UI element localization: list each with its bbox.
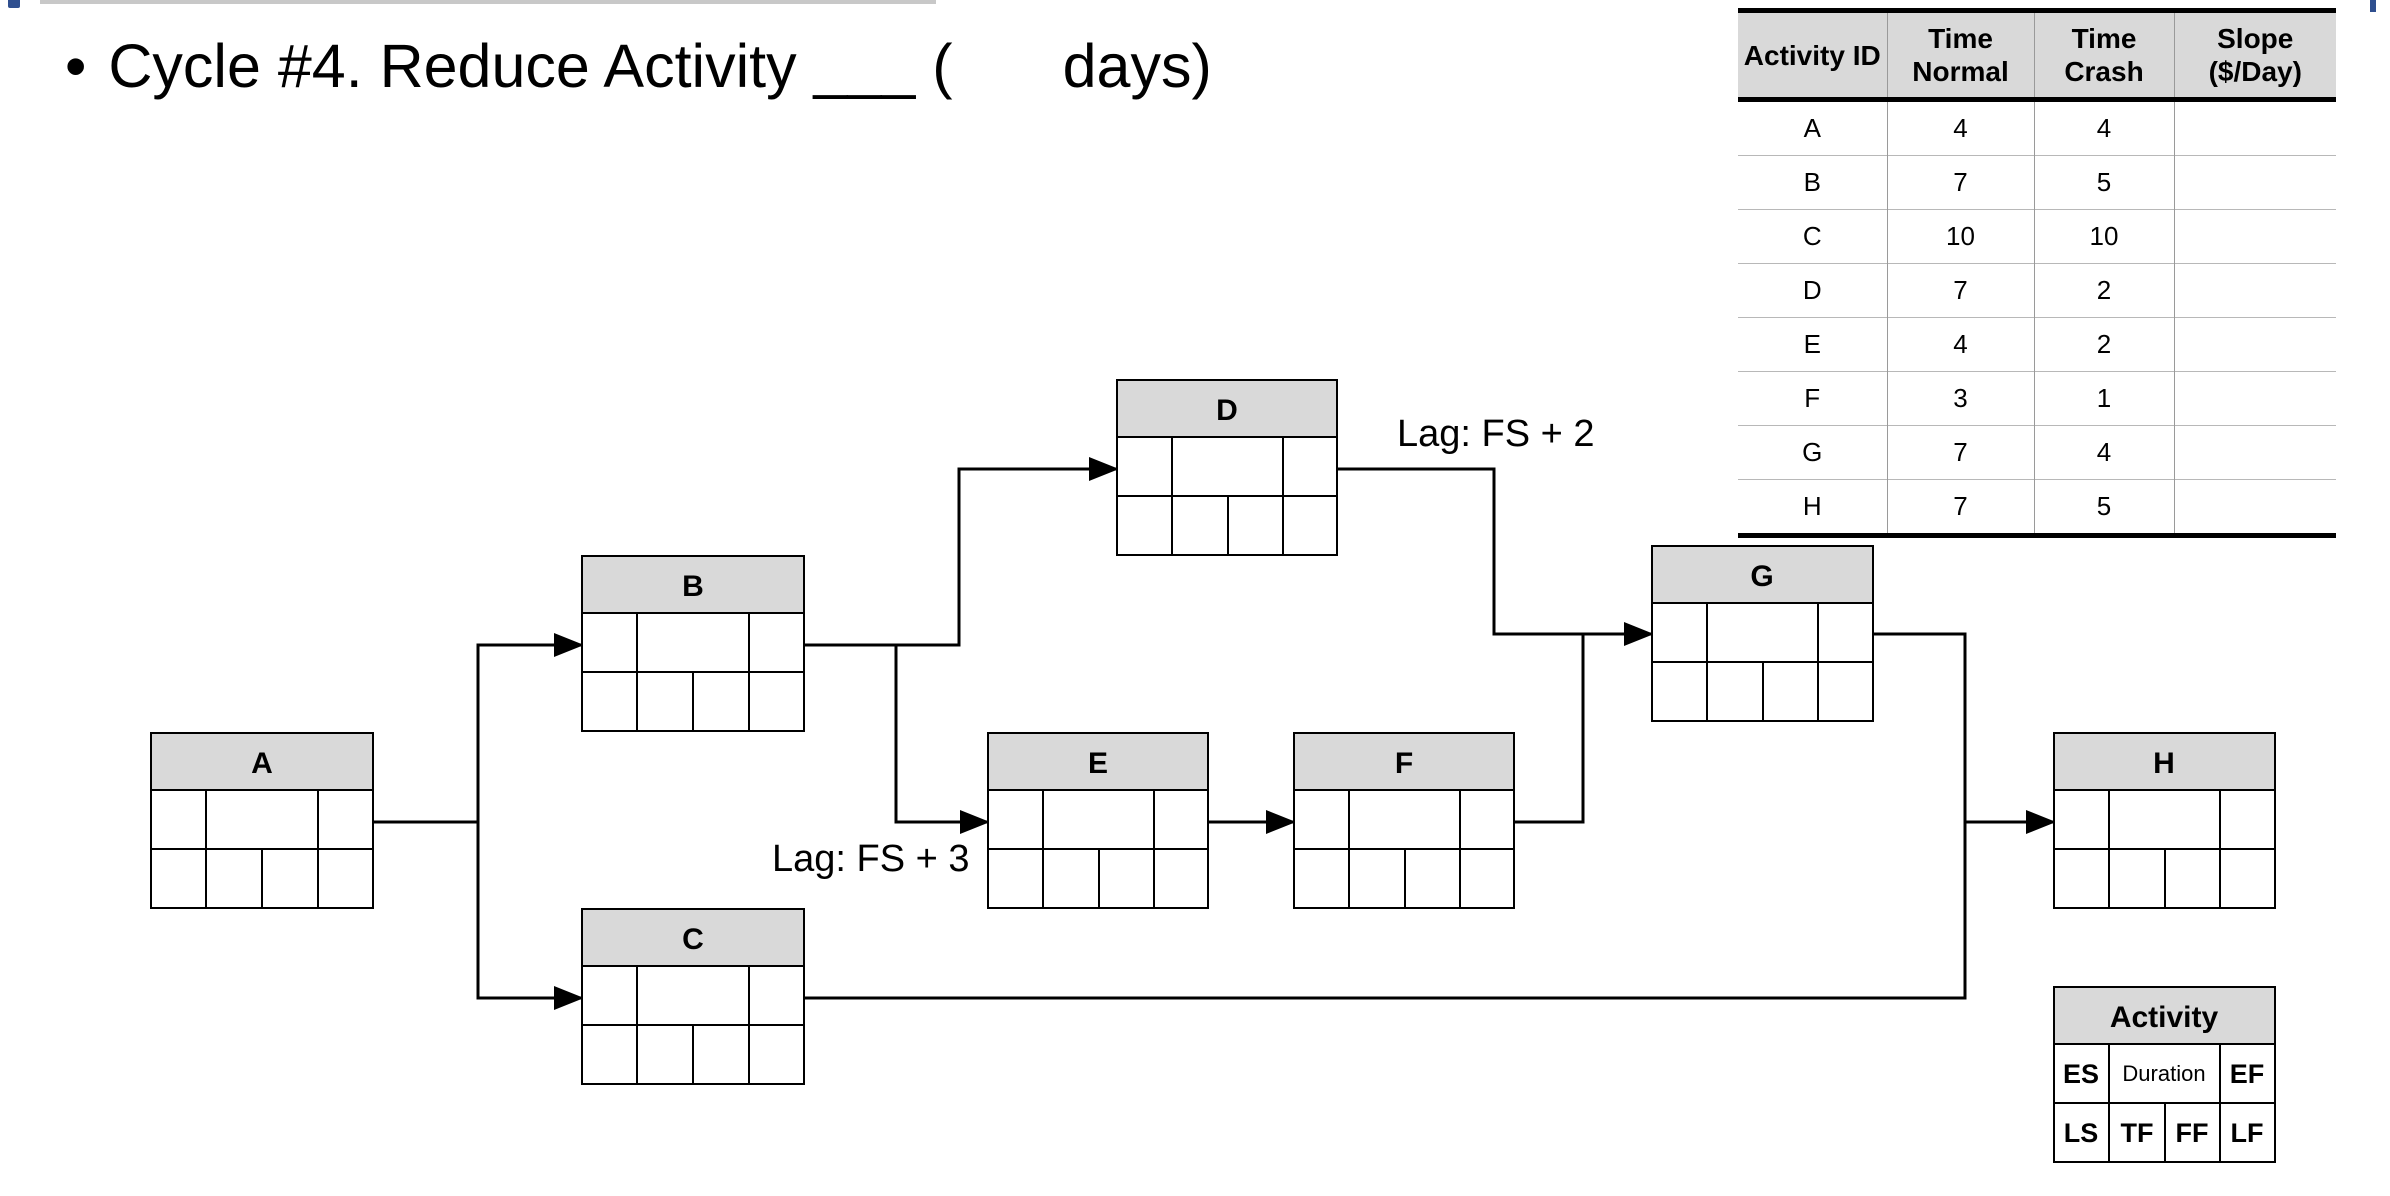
link-d-to-g [1337, 467, 1654, 646]
cell-time-normal: 7 [1886, 479, 2034, 538]
cell-slope [2173, 425, 2336, 480]
legend-ef: EF [2230, 1059, 2265, 1089]
legend-ls: LS [2064, 1118, 2099, 1148]
link-f-to-g [1514, 634, 1585, 824]
cell-time-normal: 7 [1886, 155, 2034, 210]
slide-top-rule [40, 0, 936, 4]
header-time-normal: Time Normal [1886, 8, 2034, 102]
node-label: G [1750, 560, 1773, 593]
node-label: A [251, 747, 273, 780]
cell-activity-id: A [1738, 99, 1887, 156]
cell-time-crash: 5 [2033, 479, 2174, 538]
activity-node-f: F [1293, 732, 1515, 909]
activity-node-h: H [2053, 732, 2276, 909]
lag-label-b-to-e: Lag: FS + 3 [772, 838, 970, 880]
crash-table-header-row: Activity ID Time Normal Time Crash Slope… [1738, 8, 2336, 102]
cell-activity-id: H [1738, 479, 1887, 538]
node-label: C [682, 923, 704, 956]
link-b-to-e [894, 645, 990, 834]
cell-activity-id: G [1738, 425, 1887, 480]
link-g-to-h [1873, 632, 2056, 834]
node-label: E [1088, 747, 1108, 780]
table-row: F 3 1 [1738, 371, 2336, 426]
activity-node-d: D [1116, 379, 1338, 556]
header-slope: Slope ($/Day) [2173, 8, 2336, 102]
lag-label-d-to-g: Lag: FS + 2 [1397, 413, 1595, 455]
table-row: E 4 2 [1738, 317, 2336, 372]
table-row: C 10 10 [1738, 209, 2336, 264]
link-c-to-h [805, 822, 1967, 1000]
cell-activity-id: E [1738, 317, 1887, 372]
cell-time-normal: 7 [1886, 425, 2034, 480]
activity-legend: Activity ES Duration EF LS TF FF LF [2053, 986, 2276, 1163]
header-activity-id: Activity ID [1738, 8, 1887, 102]
heading-text-before: Cycle #4. Reduce Activity ___ ( [108, 32, 953, 100]
link-a-to-c [476, 822, 584, 1010]
cell-slope [2173, 155, 2336, 210]
cell-slope [2173, 479, 2336, 538]
cell-time-normal: 4 [1886, 317, 2034, 372]
table-row: D 7 2 [1738, 263, 2336, 318]
cell-slope [2173, 371, 2336, 426]
cell-activity-id: B [1738, 155, 1887, 210]
cell-time-normal: 10 [1886, 209, 2034, 264]
table-row: B 7 5 [1738, 155, 2336, 210]
cell-time-crash: 2 [2033, 317, 2174, 372]
cell-activity-id: D [1738, 263, 1887, 318]
cell-activity-id: C [1738, 209, 1887, 264]
connectors [374, 457, 2056, 1010]
bullet-icon: • [65, 32, 87, 100]
cell-time-crash: 4 [2033, 425, 2174, 480]
cell-activity-id: F [1738, 371, 1887, 426]
heading-text-after: days) [1062, 32, 1212, 100]
cell-slope [2173, 317, 2336, 372]
activity-node-b: B [581, 555, 805, 732]
legend-es: ES [2063, 1059, 2099, 1089]
activity-node-g: G [1651, 545, 1874, 722]
table-row: H 7 5 [1738, 479, 2336, 538]
cell-time-normal: 7 [1886, 263, 2034, 318]
legend-title: Activity [2110, 1001, 2219, 1034]
slide-corner-mark-right [2370, 0, 2376, 12]
link-a-to-b [476, 633, 584, 822]
cell-slope [2173, 209, 2336, 264]
activity-node-c: C [581, 908, 805, 1085]
cycle-heading: • Cycle #4. Reduce Activity ___ ( days) [65, 30, 1212, 103]
activity-node-e: E [987, 732, 1209, 909]
cell-time-crash: 5 [2033, 155, 2174, 210]
header-time-crash: Time Crash [2033, 8, 2174, 102]
legend-lf: LF [2231, 1118, 2264, 1148]
node-label: F [1395, 747, 1413, 780]
cell-time-normal: 4 [1886, 99, 2034, 156]
table-row: G 7 4 [1738, 425, 2336, 480]
activity-node-a: A [150, 732, 374, 909]
cell-time-crash: 4 [2033, 99, 2174, 156]
crash-table: Activity ID Time Normal Time Crash Slope… [1738, 8, 2336, 538]
table-row: A 4 4 [1738, 99, 2336, 156]
cell-time-crash: 1 [2033, 371, 2174, 426]
cell-time-crash: 2 [2033, 263, 2174, 318]
cell-time-normal: 3 [1886, 371, 2034, 426]
node-label: B [682, 570, 704, 603]
cell-slope [2173, 99, 2336, 156]
legend-duration: Duration [2122, 1061, 2205, 1086]
cell-slope [2173, 263, 2336, 318]
link-b-to-d [896, 457, 1119, 647]
cell-time-crash: 10 [2033, 209, 2174, 264]
node-label: D [1216, 394, 1238, 427]
legend-ff: FF [2176, 1118, 2209, 1148]
legend-tf: TF [2121, 1118, 2154, 1148]
slide-corner-mark [8, 0, 20, 8]
node-label: H [2153, 747, 2175, 780]
